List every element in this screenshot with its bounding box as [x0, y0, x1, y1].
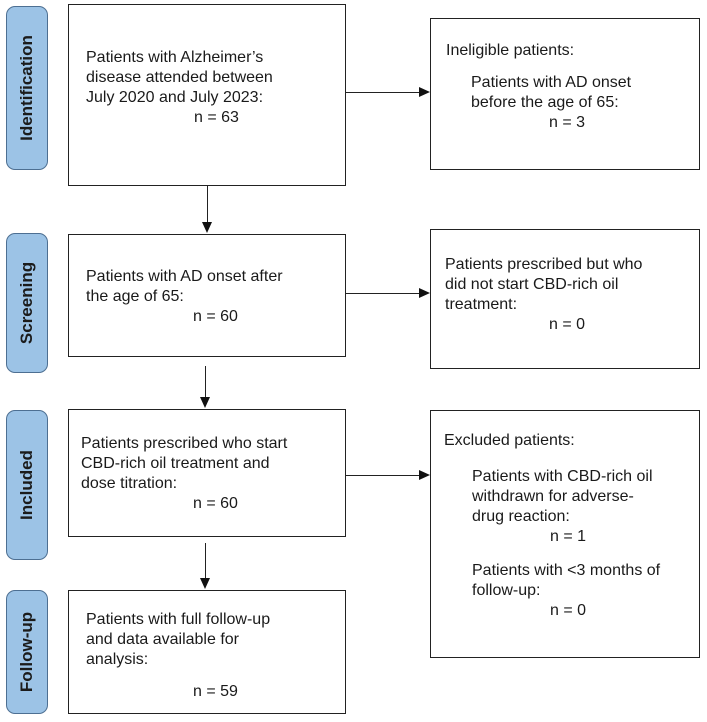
box-count: n = 0: [549, 316, 586, 333]
arrowhead-down-icon: [200, 578, 210, 589]
stage-label-text: Included: [17, 450, 36, 520]
box-line: treatment:: [445, 296, 518, 313]
box-line: Patients with <3 months of: [472, 562, 661, 579]
box-line: did not start CBD-rich oil: [445, 276, 619, 293]
arrow-to-follow-up: [205, 543, 206, 579]
box-not-started: Patients prescribed but who did not star…: [430, 229, 700, 369]
arrowhead-down-icon: [200, 397, 210, 408]
arrowhead-down-icon: [202, 222, 212, 233]
box-heading: Ineligible patients:: [446, 42, 575, 59]
box-line: drug reaction:: [472, 508, 570, 525]
arrowhead-right-icon: [419, 288, 430, 298]
box-count: n = 3: [549, 114, 586, 131]
stage-label-follow-up: Follow-up: [6, 590, 48, 714]
box-screening: Patients with AD onset after the age of …: [68, 234, 346, 357]
arrow-to-not-started: [346, 293, 419, 294]
box-line: follow-up:: [472, 582, 541, 599]
arrowhead-right-icon: [419, 87, 430, 97]
box-count: n = 0: [550, 602, 587, 619]
arrow-to-ineligible: [346, 92, 419, 93]
box-line: Patients with CBD-rich oil: [472, 468, 653, 485]
stage-label-identification: Identification: [6, 6, 48, 170]
box-count: n = 60: [193, 308, 238, 325]
box-line: Patients with AD onset after: [86, 268, 283, 285]
stage-label-text: Follow-up: [17, 611, 36, 693]
box-included: Patients prescribed who start CBD-rich o…: [68, 409, 346, 537]
arrowhead-right-icon: [419, 470, 430, 480]
box-heading: Excluded patients:: [444, 432, 575, 449]
box-excluded: Excluded patients: Patients with CBD-ric…: [430, 410, 700, 658]
box-follow-up: Patients with full follow-up and data av…: [68, 590, 346, 714]
box-line: the age of 65:: [86, 288, 184, 305]
box-line: and data available for: [86, 631, 239, 648]
box-line: Patients with AD onset: [471, 74, 632, 91]
stage-label-text: Identification: [17, 35, 36, 141]
box-identification: Patients with Alzheimer’s disease attend…: [68, 4, 346, 186]
box-count: n = 1: [550, 528, 587, 545]
box-line: dose titration:: [81, 475, 178, 492]
box-line: before the age of 65:: [471, 94, 619, 111]
box-line: Patients with full follow-up: [86, 611, 271, 628]
box-line: Patients prescribed but who: [445, 256, 643, 273]
box-line: July 2020 and July 2023:: [86, 89, 264, 106]
arrow-to-excluded: [346, 475, 419, 476]
box-count: n = 59: [193, 683, 238, 700]
box-line: Patients with Alzheimer’s: [86, 49, 264, 66]
stage-label-included: Included: [6, 410, 48, 560]
box-line: disease attended between: [86, 69, 273, 86]
arrow-to-screening: [207, 186, 208, 223]
stage-label-screening: Screening: [6, 233, 48, 373]
box-count: n = 60: [193, 495, 238, 512]
box-line: CBD-rich oil treatment and: [81, 455, 270, 472]
box-line: withdrawn for adverse-: [472, 488, 634, 505]
box-count: n = 63: [194, 109, 239, 126]
arrow-to-included: [205, 366, 206, 398]
box-line: Patients prescribed who start: [81, 435, 288, 452]
box-line: analysis:: [86, 651, 149, 668]
stage-label-text: Screening: [17, 261, 36, 345]
box-ineligible: Ineligible patients: Patients with AD on…: [430, 18, 700, 170]
